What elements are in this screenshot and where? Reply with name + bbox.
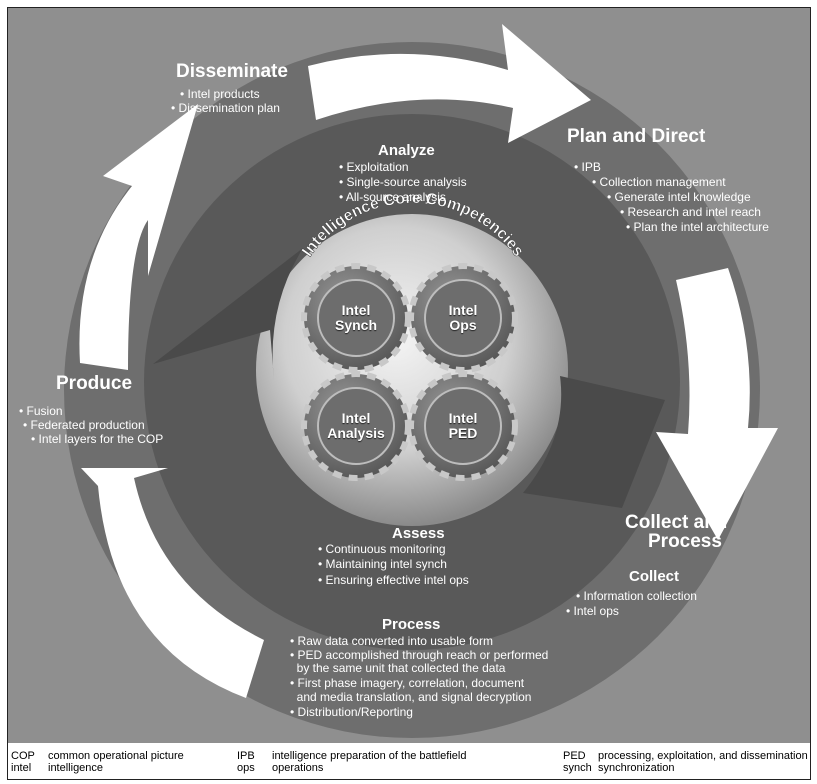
produce-item: • Intel layers for the COP [31, 432, 164, 446]
analyze-item: • Exploitation [339, 160, 409, 174]
process-item: and media translation, and signal decryp… [290, 690, 532, 704]
legend-def: operations [272, 762, 324, 774]
legend-def: common operational picture [48, 750, 184, 762]
gear-intel-ped [408, 371, 518, 481]
collect-item: • Information collection [576, 589, 697, 603]
gear-intel-ops [408, 263, 518, 373]
analyze-item: • Single-source analysis [339, 175, 467, 189]
process-item: • Distribution/Reporting [290, 705, 413, 719]
gear-intel-analysis [301, 371, 411, 481]
collect-process-title-line2: Process [648, 531, 722, 552]
legend-abbr: synch [563, 762, 592, 774]
core-circle [256, 214, 568, 526]
analyze-title: Analyze [378, 142, 435, 159]
process-item: • First phase imagery, correlation, docu… [290, 676, 525, 690]
produce-title: Produce [56, 373, 133, 394]
legend-def: intelligence [48, 762, 104, 774]
analyze-item: • All-source analysis [339, 190, 446, 204]
collect-process-title-line1: Collect and [625, 512, 728, 533]
plan-direct-title: Plan and Direct [567, 126, 706, 147]
process-item: by the same unit that collected the data [290, 661, 506, 675]
arrow-disseminate-to-plan [308, 24, 591, 143]
process-item: • Raw data converted into usable form [290, 634, 493, 648]
legend-abbr: ops [237, 762, 255, 774]
assess-item: • Continuous monitoring [318, 542, 446, 556]
inner-arrow-right [523, 376, 665, 508]
intelligence-cycle-diagram: Intelligence Core Competencies [64, 24, 778, 738]
legend-abbr: intel [11, 762, 32, 774]
disseminate-item: • Intel products [180, 87, 260, 101]
arrow-plan-to-collect [656, 268, 778, 540]
assess-item: • Ensuring effective intel ops [318, 573, 469, 587]
disseminate-title: Disseminate [176, 61, 288, 82]
collect-item: • Intel ops [566, 604, 619, 618]
arrow-produce-to-disseminate [79, 104, 198, 370]
legend-abbr: PED [563, 750, 586, 762]
assess-item: • Maintaining intel synch [318, 557, 447, 571]
plan-direct-item: • Collection management [592, 175, 726, 189]
plan-direct-item: • IPB [574, 160, 601, 174]
collect-title: Collect [629, 568, 680, 585]
inner-arrow-left [153, 248, 303, 380]
legend-def: intelligence preparation of the battlefi… [272, 750, 467, 762]
legend-abbr: COP [11, 750, 35, 762]
abbreviation-legend: COP common operational picture intel int… [7, 743, 811, 780]
process-title: Process [382, 616, 441, 633]
plan-direct-item: • Generate intel knowledge [607, 190, 751, 204]
assess-title: Assess [392, 525, 445, 542]
legend-def: synchronization [598, 762, 675, 774]
arrow-process-to-produce [81, 468, 264, 698]
legend-abbr: IPB [237, 750, 255, 762]
produce-item: • Federated production [23, 418, 145, 432]
plan-direct-item: • Plan the intel architecture [626, 220, 769, 234]
process-item: • PED accomplished through reach or perf… [290, 648, 549, 662]
plan-direct-item: • Research and intel reach [620, 205, 761, 219]
produce-item: • Fusion [19, 404, 63, 418]
disseminate-item: • Dissemination plan [171, 101, 280, 115]
legend-def: processing, exploitation, and disseminat… [598, 750, 808, 762]
